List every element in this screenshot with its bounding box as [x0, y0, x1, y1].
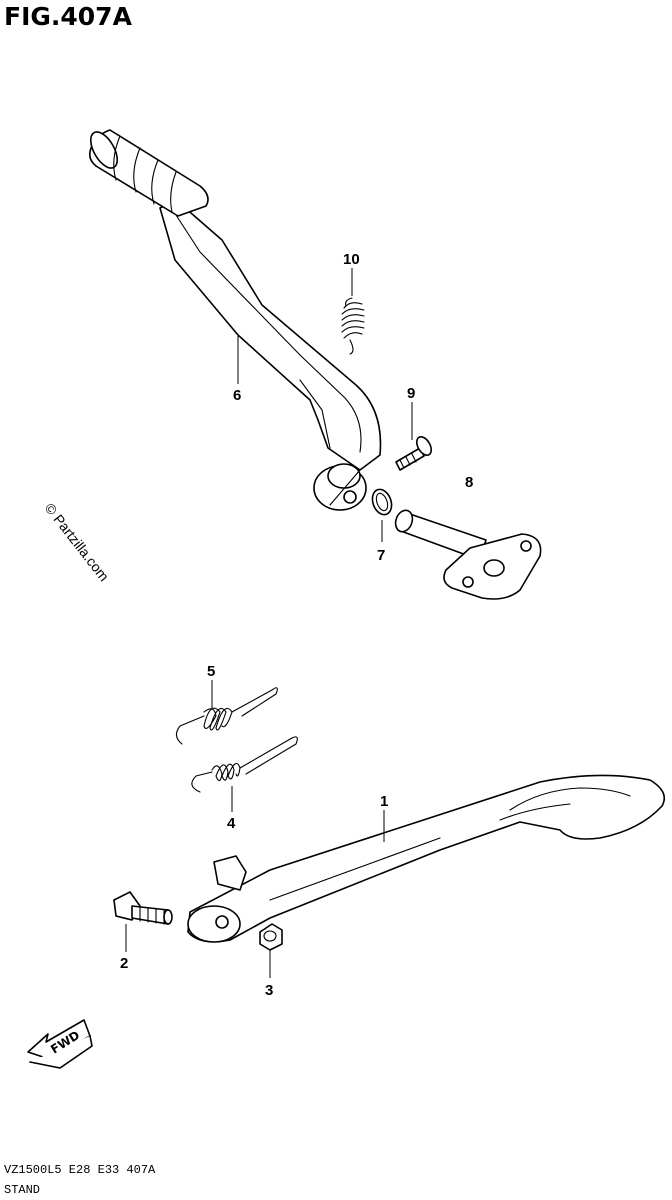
bolt-9	[395, 402, 433, 471]
shaft-plate-8	[394, 509, 542, 600]
nut-3	[259, 923, 283, 978]
callout-9: 9	[407, 385, 415, 402]
callout-6: 6	[233, 387, 241, 404]
section-name: STAND	[4, 1183, 41, 1197]
side-stand-spring-4	[191, 736, 298, 812]
pivot-bolt-2	[113, 891, 173, 952]
gear-shift-lever	[88, 129, 382, 511]
return-spring-10	[341, 268, 365, 355]
callout-2: 2	[120, 955, 128, 972]
callout-10: 10	[343, 251, 360, 268]
callout-5: 5	[207, 663, 215, 680]
figure-title: FIG.407A	[4, 2, 132, 31]
callout-8: 8	[465, 474, 473, 491]
washer-7	[371, 488, 393, 542]
callout-3: 3	[265, 982, 273, 999]
watermark-text: © Partzilla.com	[42, 500, 113, 584]
side-stand-spring-5	[175, 680, 278, 745]
model-code: VZ1500L5 E28 E33 407A	[4, 1163, 156, 1177]
callout-4: 4	[227, 815, 236, 832]
forward-arrow-icon: FWD	[27, 1019, 93, 1069]
callout-7: 7	[377, 547, 385, 564]
side-stand	[187, 774, 666, 943]
footer: VZ1500L5 E28 E33 407A STAND	[4, 1160, 155, 1200]
callout-1: 1	[380, 793, 388, 810]
